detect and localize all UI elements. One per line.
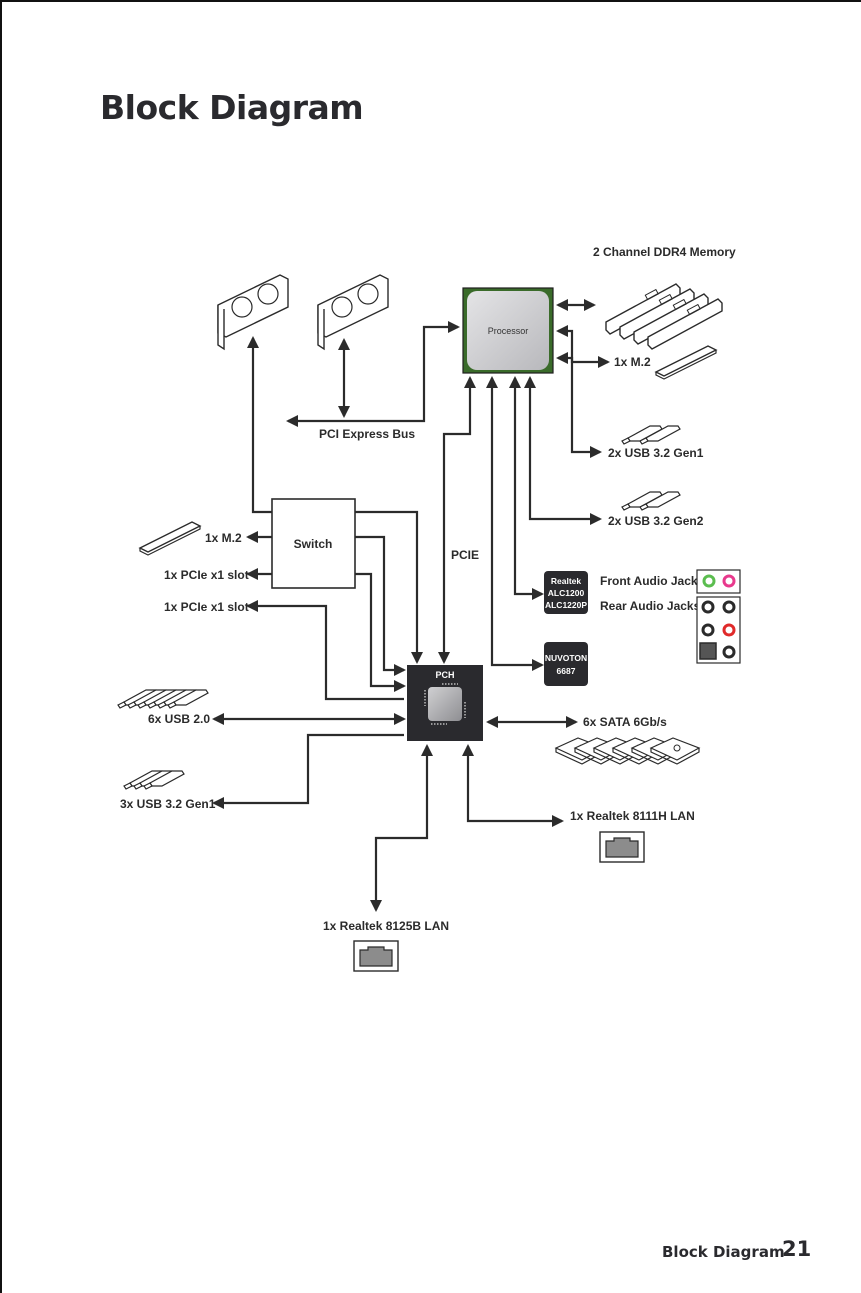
pch-usb-gen1-link bbox=[212, 733, 404, 809]
pch-chip: PCH bbox=[407, 665, 483, 741]
front-audio-label: Front Audio Jacks bbox=[600, 574, 705, 588]
svg-text:6687: 6687 bbox=[557, 666, 576, 676]
pci-express-bus-link bbox=[286, 321, 460, 427]
page-title: Block Diagram bbox=[100, 88, 364, 127]
cpu-usb-gen1-link bbox=[556, 352, 602, 458]
usb-stick-icon bbox=[621, 425, 681, 445]
graphics-card-icon bbox=[317, 274, 389, 350]
usb-stick-icon bbox=[117, 689, 209, 709]
m2-ssd-icon bbox=[654, 345, 718, 380]
processor-chip: Processor bbox=[462, 287, 554, 374]
audio-codec-link bbox=[509, 376, 544, 600]
switch-box: Switch bbox=[271, 498, 356, 589]
cpu-m2-label: 1x M.2 bbox=[614, 355, 651, 369]
page-number: 21 bbox=[782, 1237, 812, 1261]
rear-audio-jacks-icon bbox=[696, 596, 741, 664]
superio-chip: NUVOTON 6687 bbox=[544, 642, 588, 686]
processor-label: Processor bbox=[488, 326, 529, 336]
svg-text:Realtek: Realtek bbox=[551, 576, 582, 586]
pch-usb-gen1-label: 3x USB 3.2 Gen1 bbox=[120, 797, 216, 811]
rear-audio-label: Rear Audio Jacks bbox=[600, 599, 701, 613]
memory-label: 2 Channel DDR4 Memory bbox=[593, 245, 736, 259]
cpu-usb-gen1-label: 2x USB 3.2 Gen1 bbox=[608, 446, 704, 460]
pcie-label: PCIE bbox=[451, 548, 479, 562]
svg-text:ALC1200: ALC1200 bbox=[548, 588, 585, 598]
lan-8125b-label: 1x Realtek 8125B LAN bbox=[323, 919, 449, 933]
svg-text:NUVOTON: NUVOTON bbox=[545, 653, 587, 663]
sata-label: 6x SATA 6Gb/s bbox=[583, 715, 667, 729]
switch-pch-link-2 bbox=[355, 535, 406, 676]
footer-section-label: Block Diagram bbox=[662, 1243, 785, 1261]
superio-link bbox=[486, 376, 544, 671]
front-audio-jacks-icon bbox=[696, 569, 741, 594]
pch-pcie-slot-link bbox=[246, 600, 404, 701]
graphics-card-icon bbox=[217, 274, 289, 350]
svg-text:Switch: Switch bbox=[294, 537, 333, 551]
svg-text:PCH: PCH bbox=[435, 670, 454, 680]
switch-pcie-slot-label: 1x PCIe x1 slot bbox=[164, 568, 249, 582]
m2-ssd-icon bbox=[138, 521, 202, 556]
lan-8125b-link bbox=[370, 744, 433, 912]
lan-8111h-link bbox=[462, 744, 564, 827]
ethernet-port-icon bbox=[353, 940, 399, 972]
ddr4-memory-icon bbox=[605, 283, 723, 350]
cpu-usb-gen2-link bbox=[524, 376, 602, 525]
switch-pch-link-3 bbox=[355, 572, 406, 692]
switch-m2-label: 1x M.2 bbox=[205, 531, 242, 545]
pch-pcie-slot-label: 1x PCIe x1 slot bbox=[164, 600, 249, 614]
usb20-label: 6x USB 2.0 bbox=[148, 712, 210, 726]
cpu-usb-gen2-label: 2x USB 3.2 Gen2 bbox=[608, 514, 704, 528]
svg-text:ALC1220P: ALC1220P bbox=[545, 600, 587, 610]
lan-8111h-label: 1x Realtek 8111H LAN bbox=[570, 809, 695, 823]
pci-express-bus-label: PCI Express Bus bbox=[319, 427, 415, 441]
switch-pch-link-1 bbox=[355, 510, 423, 664]
cpu-pch-pcie-link bbox=[438, 376, 476, 664]
audio-codec-chip: Realtek ALC1200 ALC1220P bbox=[544, 571, 588, 614]
usb-stick-icon bbox=[123, 770, 185, 790]
switch-gpu1-link bbox=[247, 336, 272, 514]
ethernet-port-icon bbox=[599, 831, 645, 863]
sata-drive-icon bbox=[555, 737, 700, 765]
usb-stick-icon bbox=[621, 491, 681, 511]
